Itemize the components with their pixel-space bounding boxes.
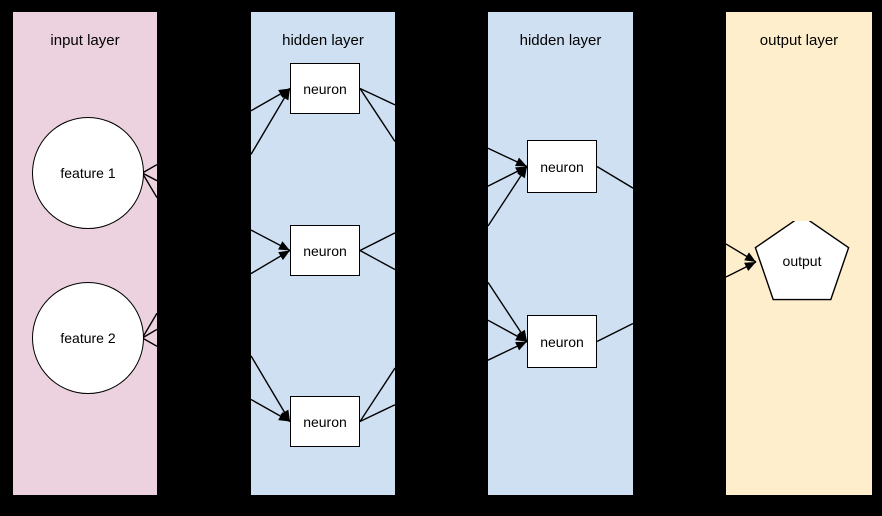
edge-hidden1-neuron-2-to-hidden2-neuron-1 [359, 232, 395, 252]
layer-panel-input: input layer feature 1 feature 2 [13, 12, 157, 495]
edge-arrowhead [278, 412, 290, 422]
layer-panel-output: output layer output [726, 12, 872, 495]
edge-arrowhead [515, 157, 527, 167]
edge-feature-1-to-hidden1-neuron-3 [251, 355, 291, 422]
edge-hidden1-neuron-1-to-hidden2-neuron-1 [488, 147, 528, 168]
node-hidden1-neuron-2[interactable]: neuron [290, 225, 360, 276]
edge-arrowhead [278, 241, 290, 251]
node-label-feature-1: feature 1 [60, 165, 116, 181]
edge-hidden1-neuron-1-to-hidden2-neuron-2 [488, 282, 528, 342]
node-hidden1-neuron-1[interactable]: neuron [290, 63, 360, 114]
node-label-hidden2-neuron-1: neuron [540, 158, 584, 175]
node-hidden2-neuron-1[interactable]: neuron [527, 140, 597, 193]
node-label-hidden1-neuron-2: neuron [303, 242, 347, 259]
edge-feature-2-to-hidden1-neuron-3 [251, 398, 291, 423]
layer-title-input: input layer [50, 32, 120, 49]
edge-arrowhead [517, 329, 527, 342]
edge-arrowhead [515, 332, 527, 342]
edge-feature-1-to-hidden1-neuron-2 [251, 229, 291, 252]
edge-arrowhead [515, 166, 527, 176]
edge-feature-2-to-hidden1-neuron-1 [141, 312, 157, 339]
node-hidden1-neuron-3[interactable]: neuron [290, 396, 360, 447]
edge-feature-2-to-hidden1-neuron-3 [141, 337, 157, 347]
layer-title-output: output layer [759, 32, 839, 49]
edge-feature-2-to-hidden1-neuron-2 [141, 328, 157, 339]
layer-panel-hidden-2: hidden layer neuron neuron [488, 12, 633, 495]
pentagon-shape [754, 214, 850, 301]
node-feature-2[interactable]: feature 2 [32, 282, 144, 394]
edge-feature-1-to-hidden1-neuron-1 [251, 87, 291, 112]
edge-arrowhead [517, 166, 527, 179]
node-label-output-node: output [782, 253, 822, 269]
node-label-hidden1-neuron-3: neuron [303, 413, 347, 430]
edge-hidden1-neuron-3-to-hidden2-neuron-1 [488, 166, 528, 227]
edge-feature-1-to-hidden1-neuron-1 [141, 163, 157, 174]
node-label-feature-2: feature 2 [60, 330, 116, 346]
edge-hidden2-neuron-1-to-output-node [596, 165, 633, 189]
edge-hidden1-neuron-1-to-hidden2-neuron-2 [359, 88, 395, 142]
edge-hidden2-neuron-2-to-output-node [596, 322, 633, 343]
node-label-hidden2-neuron-2: neuron [540, 333, 584, 350]
edge-layer-input [141, 163, 157, 347]
edge-arrowhead [280, 409, 290, 422]
node-output-node[interactable]: output [752, 214, 852, 303]
edge-feature-1-to-hidden1-neuron-2 [141, 172, 157, 182]
edge-arrowhead [280, 88, 290, 101]
edge-hidden1-neuron-2-to-hidden2-neuron-2 [488, 319, 528, 343]
node-hidden2-neuron-2[interactable]: neuron [527, 315, 597, 368]
edge-hidden1-neuron-3-to-hidden2-neuron-2 [359, 404, 395, 423]
node-label-hidden1-neuron-1: neuron [303, 80, 347, 97]
edge-hidden1-neuron-3-to-hidden2-neuron-2 [488, 340, 528, 361]
edge-layer-hidden-2 [488, 147, 633, 361]
layer-title-hidden-1: hidden layer [282, 32, 364, 49]
layer-panel-hidden-1: hidden layer neuron neuron neuron [251, 12, 395, 495]
layer-title-hidden-2: hidden layer [519, 32, 602, 49]
edge-feature-2-to-hidden1-neuron-2 [251, 249, 291, 275]
edge-arrowhead [278, 88, 290, 98]
edge-feature-1-to-hidden1-neuron-3 [141, 172, 157, 199]
edge-hidden1-neuron-2-to-hidden2-neuron-1 [488, 165, 528, 187]
edge-hidden1-neuron-3-to-hidden2-neuron-1 [359, 367, 395, 422]
node-feature-1[interactable]: feature 1 [32, 117, 144, 229]
edge-hidden1-neuron-2-to-hidden2-neuron-2 [359, 249, 395, 271]
edge-feature-2-to-hidden1-neuron-1 [251, 88, 291, 155]
edge-arrowhead [278, 250, 290, 261]
edge-hidden1-neuron-1-to-hidden2-neuron-1 [359, 87, 395, 106]
edge-arrowhead [515, 341, 527, 351]
